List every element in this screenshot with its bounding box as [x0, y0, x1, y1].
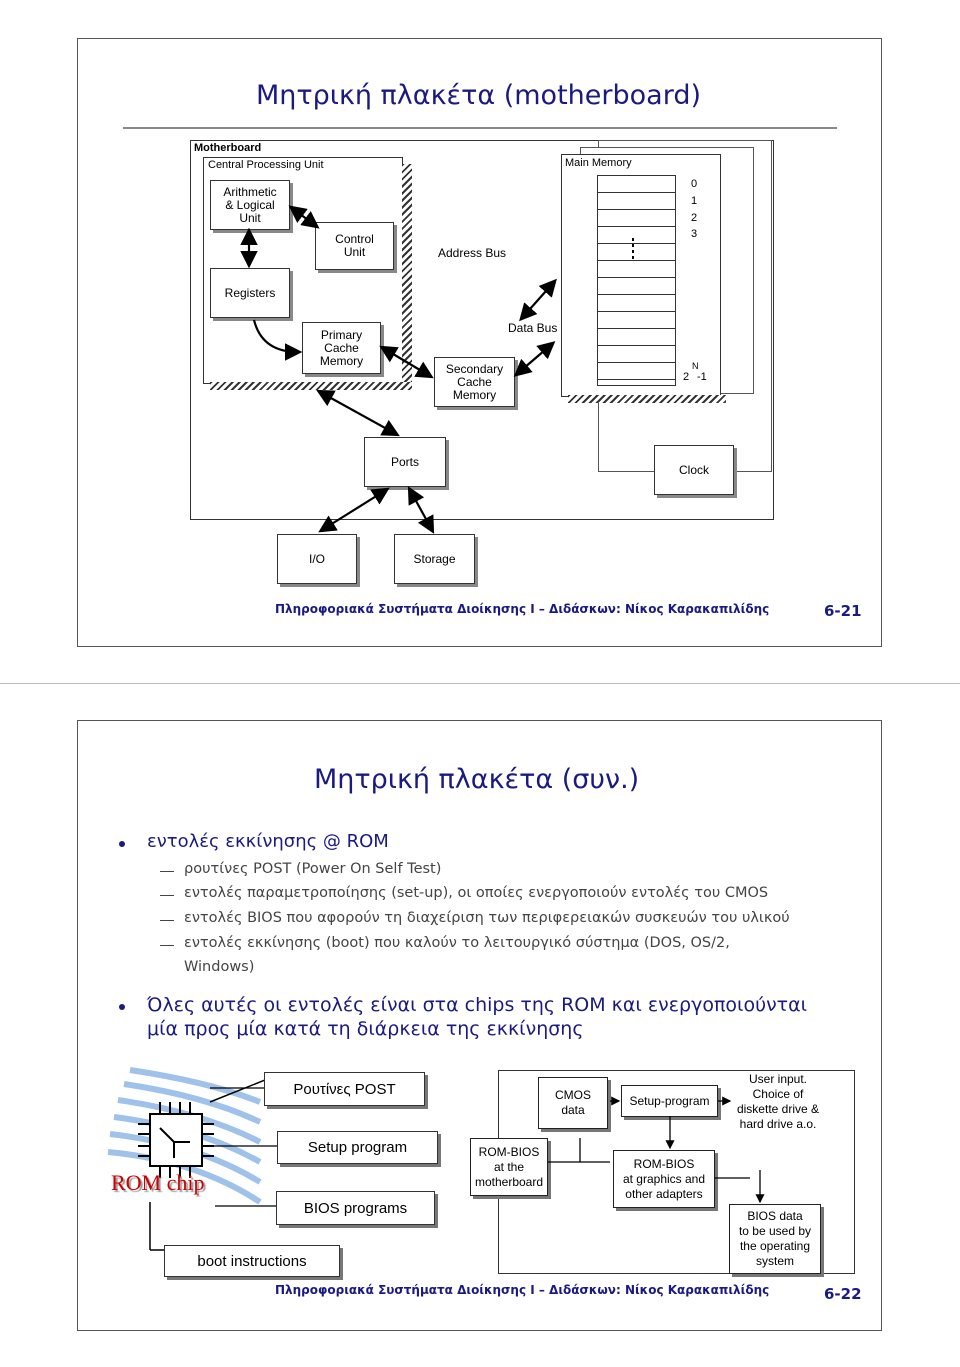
mem-addr-0: 0 — [691, 178, 698, 190]
sub-dash-3 — [160, 920, 174, 921]
slide-1-footer: Πληροφοριακά Συστήματα Διοίκησης Ι – Διδ… — [275, 602, 770, 616]
bullet-2-dot — [119, 1004, 125, 1010]
io-box: I/O — [277, 534, 357, 584]
slide-2-page-number: 6-22 — [824, 1285, 862, 1303]
main-memory-shadow — [568, 395, 726, 403]
title-underline — [123, 127, 837, 129]
arrow-primary-secondary — [379, 345, 434, 379]
cpu-label: Central Processing Unit — [208, 159, 324, 171]
registers-box: Registers — [210, 268, 290, 318]
cpu-shadow-right — [402, 164, 412, 389]
rom-chip-graphic — [107, 1067, 270, 1251]
mem-addr-last-suffix: -1 — [697, 371, 707, 383]
ports-box: Ports — [364, 437, 446, 487]
mem-addr-2: 2 — [691, 212, 698, 224]
storage-box: Storage — [394, 534, 475, 584]
sub-bullet-1: ρουτίνες POST (Power On Self Test) — [184, 861, 442, 877]
sub-dash-1 — [160, 871, 174, 872]
cpu-shadow-bottom — [210, 382, 412, 390]
rom-box-bios: BIOS programs — [276, 1191, 435, 1225]
slide-2-title: Μητρική πλακέτα (συν.) — [314, 764, 640, 795]
rom-box-post: Ρουτίνες POST — [264, 1072, 425, 1106]
arrow-databus-memory — [519, 278, 557, 322]
sub-dash-2 — [160, 895, 174, 896]
page-divider — [0, 683, 960, 684]
rom-connectors — [210, 1087, 277, 1207]
mem-addr-3: 3 — [691, 228, 698, 240]
user-input-text: User input.Choice of diskette drive &har… — [736, 1072, 820, 1131]
slide-1-title: Μητρική πλακέτα (motherboard) — [256, 80, 701, 111]
mem-addr-1: 1 — [691, 195, 698, 207]
bullet-1-dot — [119, 841, 125, 847]
motherboard-label: Motherboard — [194, 142, 262, 154]
main-memory-label: Main Memory — [565, 157, 632, 169]
control-unit-box: Control Unit — [315, 222, 394, 270]
address-bus-label: Address Bus — [438, 246, 507, 260]
sub-bullet-4-cont: Windows) — [184, 959, 255, 975]
sub-dash-4 — [160, 945, 174, 946]
slide-1-arrows — [240, 205, 634, 534]
memory-cells — [597, 175, 676, 386]
arrow-registers-primary — [252, 319, 303, 361]
mem-addr-last-exp: N — [692, 361, 699, 371]
alu-box: Arithmetic & Logical Unit — [210, 180, 290, 230]
motherboard-frame — [190, 140, 774, 520]
bullet-1-text: εντολές εκκίνησης @ ROM — [147, 831, 389, 852]
arrow-ports-io — [318, 487, 390, 533]
clock-box: Clock — [654, 445, 734, 495]
sub-bullet-2: εντολές παραμετροποίησης (set-up), οι οπ… — [184, 885, 769, 901]
rom-chip-label: ROM chip — [111, 1170, 205, 1195]
arrow-cpu-ports — [316, 389, 400, 437]
data-bus-label: Data Bus — [508, 321, 558, 335]
sub-bullet-4: εντολές εκκίνησης (boot) που καλούν το λ… — [184, 935, 730, 951]
slide-1-page-number: 6-21 — [824, 602, 862, 620]
arrow-alu-control — [288, 205, 320, 229]
rom-box-boot: boot instructions — [164, 1245, 340, 1277]
slide-2-footer: Πληροφοριακά Συστήματα Διοίκησης Ι – Διδ… — [275, 1283, 770, 1297]
rom-box-setup: Setup program — [277, 1131, 438, 1164]
mem-addr-last-base: 2 — [683, 371, 690, 383]
arrow-ports-storage — [407, 486, 435, 534]
sub-bullet-3: εντολές BIOS που αφορούν τη διαχείριση τ… — [184, 910, 790, 926]
bullet-2-line-2: μία προς μία κατά τη διάρκεια της εκκίνη… — [147, 1018, 584, 1040]
bullet-2-line-1: Όλες αυτές οι εντολές είναι στα chips τη… — [147, 994, 808, 1016]
chip-icon — [138, 1102, 214, 1178]
secondary-cache-box: Secondary Cache Memory — [434, 357, 515, 407]
flow-arrows — [548, 1096, 765, 1204]
arrow-secondary-databus — [513, 341, 556, 377]
